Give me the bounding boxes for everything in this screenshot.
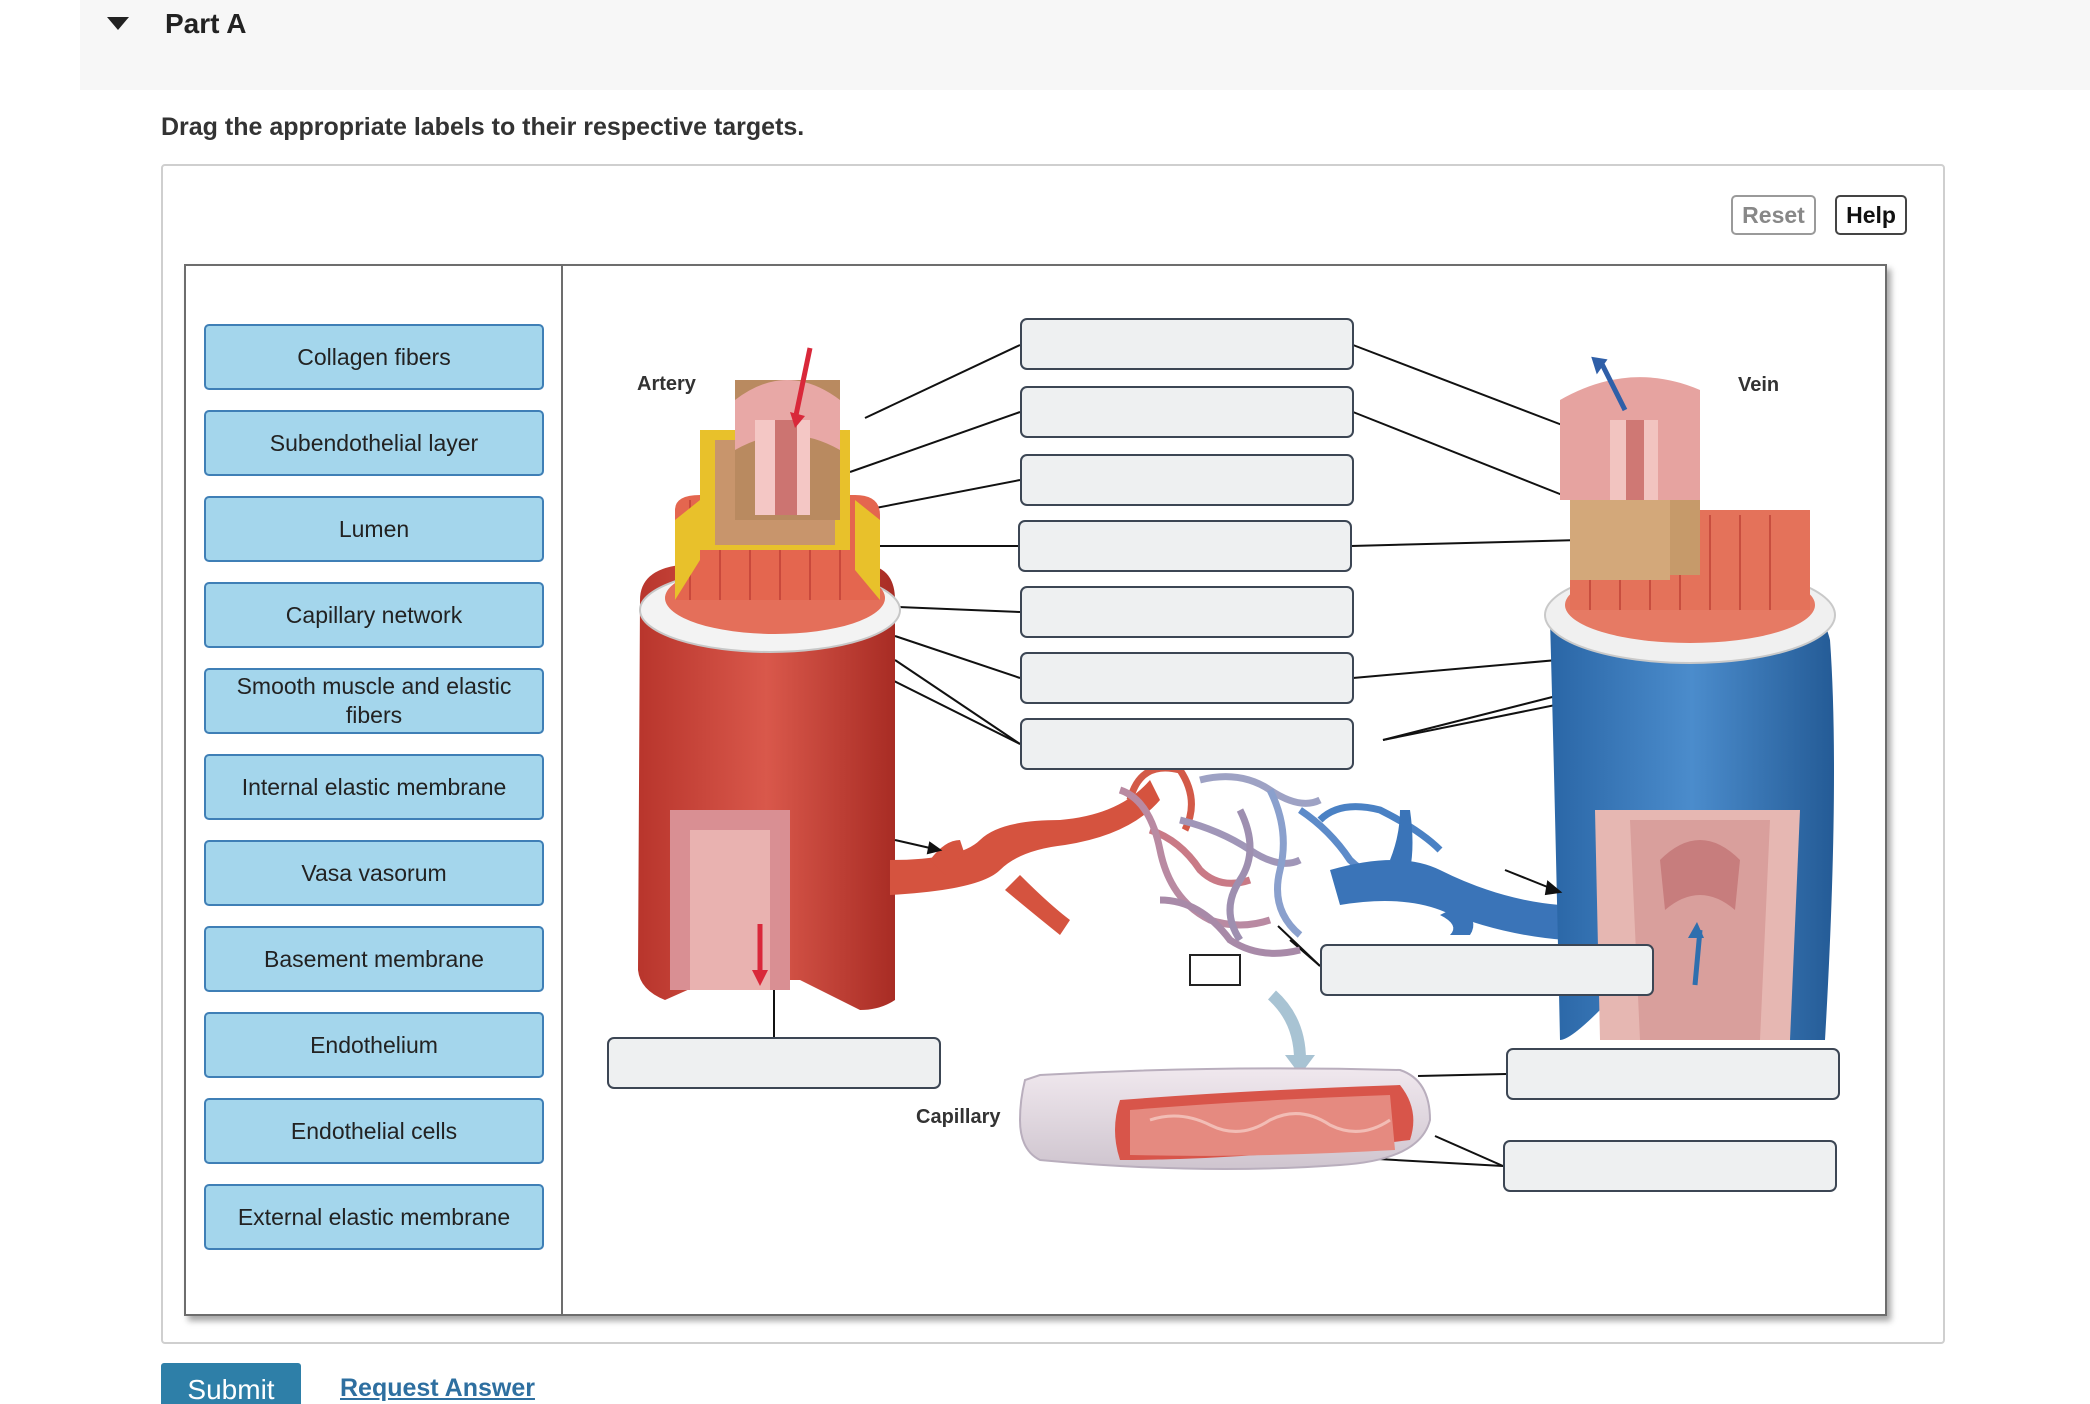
arteriole-branch xyxy=(890,780,1160,935)
magnify-arrow xyxy=(1267,990,1306,1061)
drop-target-lumen[interactable] xyxy=(607,1037,941,1089)
submit-button[interactable]: Submit xyxy=(161,1363,301,1404)
vein-illustration xyxy=(1544,356,1836,1040)
request-answer-link[interactable]: Request Answer xyxy=(340,1374,535,1402)
part-header xyxy=(80,0,2090,90)
drag-label-internal-elastic-membrane[interactable]: Internal elastic membrane xyxy=(204,754,544,820)
drag-label-vasa-vasorum[interactable]: Vasa vasorum xyxy=(204,840,544,906)
capillary-network xyxy=(1118,764,1443,986)
drag-label-subendothelial-layer[interactable]: Subendothelial layer xyxy=(204,410,544,476)
capillary-illustration xyxy=(1018,1067,1432,1170)
drag-label-collagen-fibers[interactable]: Collagen fibers xyxy=(204,324,544,390)
part-title: Part A xyxy=(165,8,247,39)
instructions-text: Drag the appropriate labels to their res… xyxy=(161,113,805,141)
drag-label-smooth-muscle-elastic-fibers[interactable]: Smooth muscle and elastic fibers xyxy=(204,668,544,734)
drag-label-endothelium[interactable]: Endothelium xyxy=(204,1012,544,1078)
drag-label-endothelial-cells[interactable]: Endothelial cells xyxy=(204,1098,544,1164)
artery-illustration xyxy=(638,347,901,1010)
reset-button[interactable]: Reset xyxy=(1731,195,1816,235)
drag-label-basement-membrane[interactable]: Basement membrane xyxy=(204,926,544,992)
drop-target-shared-4[interactable] xyxy=(1018,520,1352,572)
drop-target-shared-7[interactable] xyxy=(1020,718,1354,770)
flow-arrows xyxy=(894,839,1563,896)
drag-label-lumen[interactable]: Lumen xyxy=(204,496,544,562)
label-panel-divider xyxy=(561,266,563,1314)
drag-label-capillary-network[interactable]: Capillary network xyxy=(204,582,544,648)
drop-target-capillary-1[interactable] xyxy=(1506,1048,1840,1100)
capillary-label: Capillary xyxy=(916,1106,1001,1128)
help-button[interactable]: Help xyxy=(1835,195,1907,235)
drop-target-capillary-2[interactable] xyxy=(1503,1140,1837,1192)
artery-label: Artery xyxy=(637,373,697,395)
leader-lines xyxy=(773,344,1581,1167)
drop-target-artery-1[interactable] xyxy=(1020,318,1354,370)
drop-target-artery-3[interactable] xyxy=(1020,454,1354,506)
drop-target-artery-5[interactable] xyxy=(1020,586,1354,638)
vein-label: Vein xyxy=(1738,374,1779,396)
drop-target-artery-2[interactable] xyxy=(1020,386,1354,438)
drop-target-shared-6[interactable] xyxy=(1020,652,1354,704)
drop-target-capillary-network[interactable] xyxy=(1320,944,1654,996)
drag-label-external-elastic-membrane[interactable]: External elastic membrane xyxy=(204,1184,544,1250)
venule-branch xyxy=(1330,810,1565,940)
collapse-caret-icon[interactable] xyxy=(107,17,129,30)
